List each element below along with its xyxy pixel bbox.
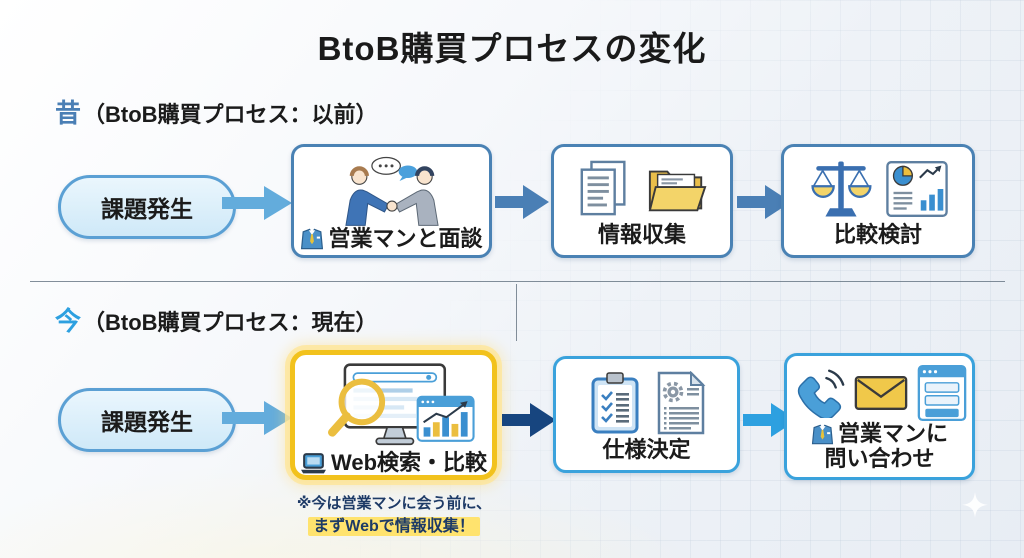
- past-section-heading: 昔 （BtoB購買プロセス：以前）: [55, 93, 378, 130]
- past-heading-rest: （BtoB購買プロセス：以前）: [83, 102, 378, 127]
- present-step-contact-label: 営業マンに 問い合わせ: [811, 421, 948, 471]
- past-start-pill: 課題発生: [58, 175, 236, 239]
- web-search-illustration: [304, 363, 484, 451]
- arrow-navy-icon: [502, 403, 556, 437]
- balance-scale-icon: [811, 161, 872, 217]
- phone-icon: [797, 369, 844, 418]
- page-title: BtoB購買プロセスの変化: [317, 30, 707, 67]
- sparkle-icon: [962, 492, 988, 518]
- arrow-bright-icon: [743, 403, 797, 437]
- chart-card-icon: [886, 161, 948, 218]
- envelope-icon: [854, 376, 907, 410]
- present-start-label: 課題発生: [101, 409, 193, 435]
- section-divider: [30, 281, 1005, 282]
- folder-icon: [648, 170, 707, 212]
- past-step-meeting-box: 営業マンと面談: [291, 144, 492, 258]
- past-step-info-box: 情報収集: [551, 144, 733, 258]
- arrow-light-icon: [222, 401, 292, 435]
- arrow-light-icon: [222, 186, 292, 220]
- past-step-info-label: 情報収集: [597, 222, 686, 248]
- present-heading-accent: 今: [55, 306, 82, 336]
- present-section-heading: 今 （BtoB購買プロセス：現在）: [55, 301, 378, 338]
- past-step-compare-label: 比較検討: [833, 222, 922, 248]
- note-line-2: まずWebで情報収集！: [308, 517, 480, 537]
- present-step-contact-box: 営業マンに 問い合わせ: [784, 353, 975, 480]
- web-search-note: ※今は営業マンに会う前に、 まずWebで情報収集！: [272, 492, 516, 540]
- laptop-icon: [301, 452, 326, 474]
- past-heading-accent: 昔: [55, 98, 82, 128]
- suit-icon: [301, 228, 324, 250]
- documents-icon: [580, 160, 626, 216]
- present-step-websearch-label: Web検索・比較: [300, 450, 487, 476]
- arrow-steel-icon: [737, 185, 791, 219]
- arrow-steel-icon: [495, 185, 549, 219]
- past-step-meeting-label: 営業マンと面談: [300, 226, 483, 252]
- present-step-websearch-box: Web検索・比較: [290, 350, 497, 480]
- section-divider-tick: [516, 284, 517, 341]
- present-step-spec-box: 仕様決定: [553, 356, 740, 473]
- past-start-label: 課題発生: [101, 196, 193, 222]
- present-step-spec-label: 仕様決定: [602, 437, 691, 463]
- handshake-illustration: [317, 155, 467, 227]
- present-start-pill: 課題発生: [58, 388, 236, 452]
- past-step-compare-box: 比較検討: [781, 144, 975, 258]
- clipboard-checklist-icon: [591, 371, 638, 434]
- web-form-icon: [917, 364, 966, 422]
- suit-icon: [811, 424, 834, 445]
- present-heading-rest: （BtoB購買プロセス：現在）: [83, 310, 378, 335]
- note-line-1: ※今は営業マンに会う前に、: [296, 495, 492, 512]
- gear-document-icon: [657, 370, 705, 434]
